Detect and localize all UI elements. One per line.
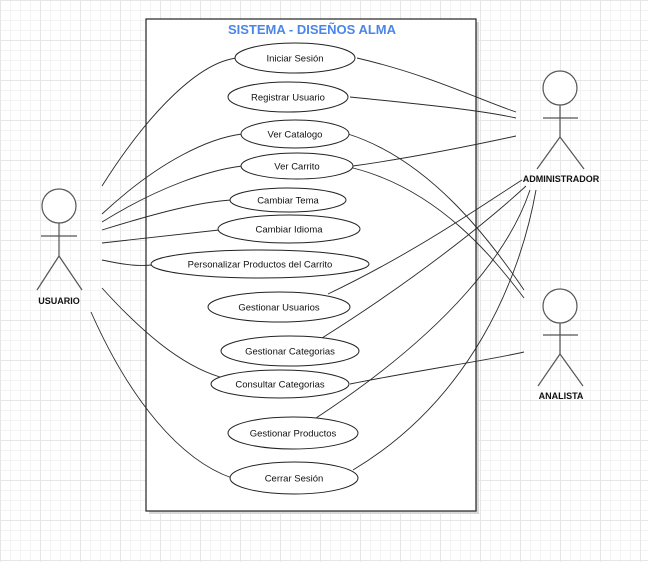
use-case-label: Iniciar Sesión bbox=[266, 54, 323, 65]
use-case-ver-catalogo[interactable]: Ver Catalogo bbox=[240, 119, 350, 149]
assoc-usuario-iniciar-sesion bbox=[101, 57, 238, 187]
actor-label-administrador: ADMINISTRADOR bbox=[523, 174, 600, 184]
use-case-cambiar-idioma[interactable]: Cambiar Idioma bbox=[217, 214, 361, 244]
use-case-label: Gestionar Usuarios bbox=[238, 303, 320, 314]
assoc-usuario-personalizar bbox=[101, 259, 153, 266]
assoc-admin-gestionar-productos bbox=[315, 189, 531, 419]
assoc-usuario-ver-catalogo bbox=[101, 133, 243, 215]
actor-left-leg bbox=[536, 136, 561, 170]
assoc-admin-cerrar-sesion bbox=[352, 189, 537, 471]
use-case-label: Cambiar Idioma bbox=[255, 225, 323, 236]
use-case-label: Cambiar Tema bbox=[257, 196, 319, 207]
use-case-gestionar-usuarios[interactable]: Gestionar Usuarios bbox=[207, 291, 351, 323]
use-case-cerrar-sesion[interactable]: Cerrar Sesión bbox=[229, 461, 359, 495]
actor-left-leg bbox=[537, 353, 561, 387]
actor-head bbox=[542, 70, 578, 106]
use-case-cambiar-tema[interactable]: Cambiar Tema bbox=[229, 187, 347, 213]
use-case-label: Gestionar Productos bbox=[250, 429, 337, 440]
actor-right-leg bbox=[559, 136, 585, 170]
associations-analista bbox=[347, 133, 525, 385]
associations-administrador bbox=[315, 57, 537, 471]
assoc-admin-gestionar-categorias bbox=[321, 185, 527, 339]
assoc-admin-iniciar-sesion bbox=[356, 57, 517, 113]
actor-label-analista: ANALISTA bbox=[539, 391, 584, 401]
use-case-label: Cerrar Sesión bbox=[265, 474, 324, 485]
assoc-usuario-cerrar-sesion bbox=[90, 311, 233, 479]
associations-usuario bbox=[90, 57, 243, 479]
use-case-label: Gestionar Categorias bbox=[245, 347, 335, 358]
actor-usuario[interactable]: USUARIO bbox=[36, 188, 83, 306]
actor-right-leg bbox=[559, 353, 584, 387]
actor-head bbox=[41, 188, 77, 224]
assoc-usuario-ver-carrito bbox=[101, 165, 243, 223]
use-case-label: Registrar Usuario bbox=[251, 93, 325, 104]
assoc-analista-consultar-categorias bbox=[349, 351, 525, 385]
assoc-usuario-cambiar-tema bbox=[101, 199, 232, 231]
use-case-gestionar-productos[interactable]: Gestionar Productos bbox=[227, 416, 359, 450]
use-case-gestionar-categorias[interactable]: Gestionar Categorias bbox=[220, 335, 360, 367]
assoc-usuario-cambiar-idioma bbox=[101, 229, 220, 244]
use-case-personalizar-productos[interactable]: Personalizar Productos del Carrito bbox=[150, 249, 370, 279]
actor-head bbox=[542, 288, 578, 324]
actor-analista[interactable]: ANALISTA bbox=[537, 288, 584, 401]
use-case-ver-carrito[interactable]: Ver Carrito bbox=[240, 152, 354, 180]
use-case-label: Consultar Categorias bbox=[235, 380, 324, 391]
system-title: SISTEMA - DISEÑOS ALMA bbox=[228, 22, 397, 37]
assoc-analista-ver-catalogo bbox=[347, 133, 525, 291]
use-case-iniciar-sesion[interactable]: Iniciar Sesión bbox=[234, 42, 356, 74]
assoc-analista-ver-carrito bbox=[352, 167, 525, 299]
use-case-registrar-usuario[interactable]: Registrar Usuario bbox=[227, 81, 349, 113]
actor-administrador[interactable]: ADMINISTRADOR bbox=[523, 70, 600, 184]
use-case-label: Personalizar Productos del Carrito bbox=[188, 260, 333, 271]
actor-right-leg bbox=[58, 255, 83, 291]
use-case-label: Ver Catalogo bbox=[268, 130, 323, 141]
use-case-consultar-categorias[interactable]: Consultar Categorias bbox=[210, 369, 350, 399]
actor-left-leg bbox=[36, 255, 60, 291]
assoc-usuario-consultar-categorias bbox=[101, 287, 221, 378]
assoc-admin-gestionar-usuarios bbox=[327, 179, 523, 295]
assoc-admin-registrar-usuario bbox=[349, 96, 517, 119]
use-case-label: Ver Carrito bbox=[274, 162, 319, 173]
assoc-admin-ver-carrito bbox=[352, 135, 517, 167]
actor-label-usuario: USUARIO bbox=[38, 296, 80, 306]
